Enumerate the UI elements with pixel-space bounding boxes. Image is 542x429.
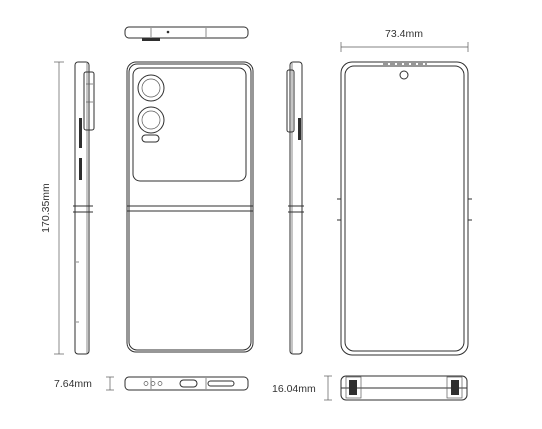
right-side-view [286, 61, 304, 355]
folded-edge-view [340, 375, 468, 401]
height-dimension: 170.35mm [40, 61, 64, 355]
bottom-edge-view [124, 376, 249, 391]
left-side-view [73, 61, 95, 355]
top-edge-view [124, 26, 249, 41]
thickness-unfolded-dimension: 7.64mm [54, 376, 114, 391]
width-label: 73.4mm [385, 28, 423, 40]
front-view [337, 61, 472, 356]
thickness-folded-label: 16.04mm [272, 383, 316, 395]
width-dimension: 73.4mm [340, 28, 469, 52]
height-label: 170.35mm [40, 183, 52, 233]
back-view [126, 61, 254, 353]
thickness-folded-dimension: 16.04mm [272, 375, 332, 401]
thickness-unfolded-label: 7.64mm [54, 378, 92, 390]
